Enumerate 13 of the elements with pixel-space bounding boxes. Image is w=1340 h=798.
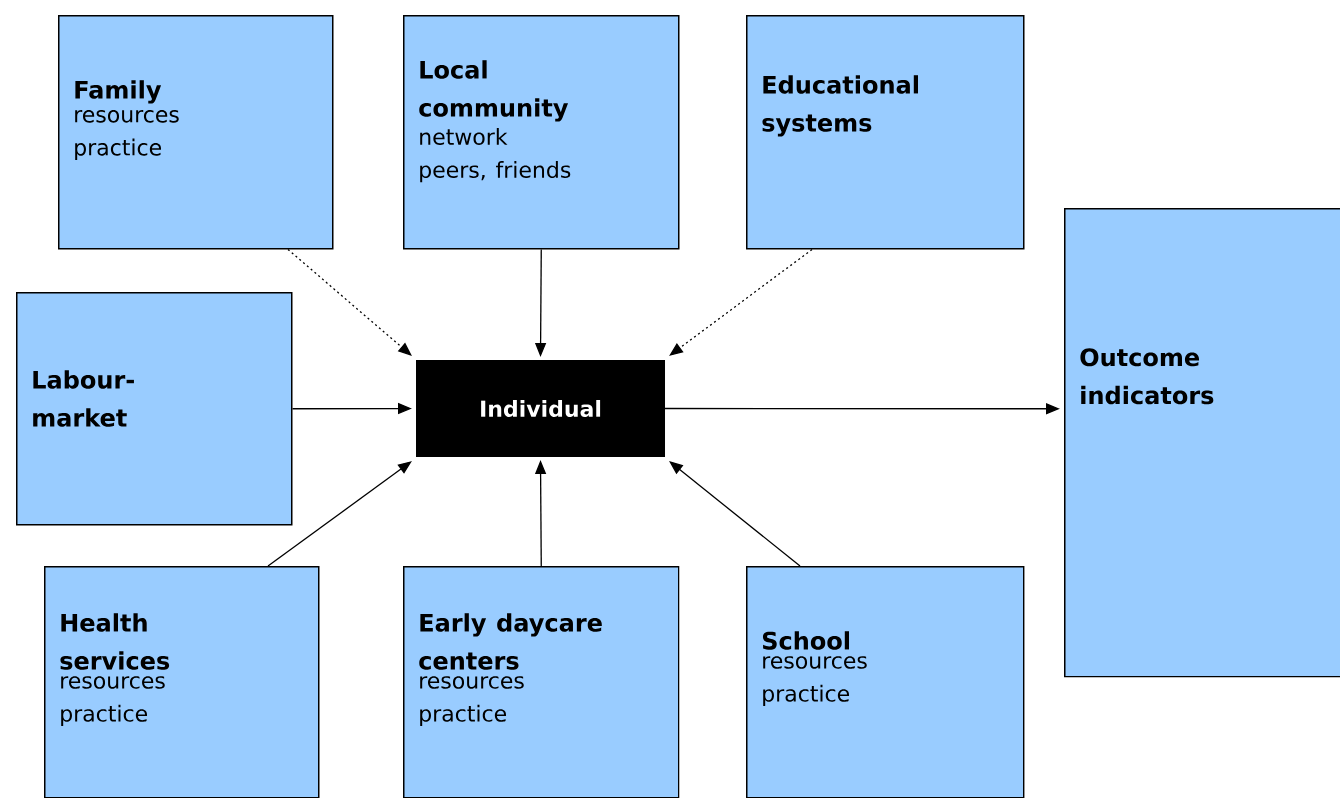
central-box: Individual (416, 360, 665, 457)
labeled-box: Early daycare centers resources practice (403, 566, 680, 798)
labeled-box: Outcome indicators (1064, 208, 1340, 678)
arrow (669, 248, 813, 356)
labeled-box: Health services resources practice (44, 566, 320, 798)
labeled-box: Labour-market (16, 292, 293, 526)
labeled-box: School resources practice (746, 566, 1025, 798)
arrow (287, 248, 412, 356)
labeled-box: Local community network peers, friends (403, 15, 680, 250)
arrow (267, 461, 412, 567)
arrow (669, 461, 801, 567)
labeled-box: Family resources practice (58, 15, 334, 250)
labeled-box: Educational systems (746, 15, 1025, 250)
